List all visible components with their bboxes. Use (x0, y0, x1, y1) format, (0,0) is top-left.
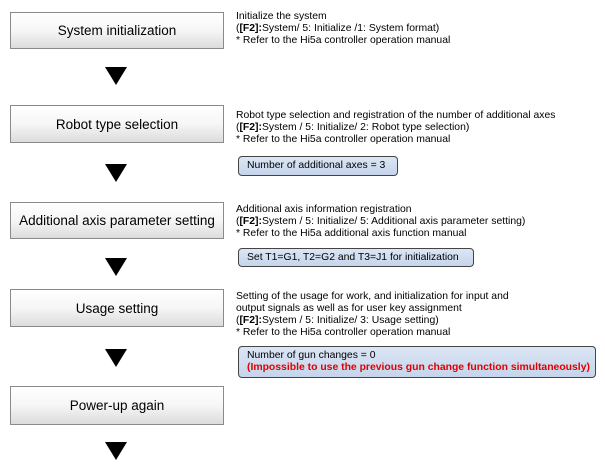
step-description-3: Additional axis information registration… (236, 204, 525, 240)
flow-arrow-2 (105, 164, 127, 182)
description-line: ([F2]:System / 5: Initialize/ 5: Additio… (236, 216, 526, 227)
description-line: ([F2]:System / 5: Initialize/ 3: Usage s… (236, 315, 439, 326)
flow-arrow-4 (105, 349, 127, 367)
note-gun-changes: Number of gun changes = 0 (Impossible to… (238, 346, 596, 378)
description-line: * Refer to the Hi5a controller operation… (236, 35, 451, 46)
note-additional-axes: Number of additional axes = 3 (238, 156, 398, 176)
description-line: ([F2]:System/ 5: Initialize /1: System f… (236, 23, 440, 34)
description-line: Initialize the system (236, 11, 327, 22)
description-line: * Refer to the Hi5a additional axis func… (236, 228, 467, 239)
step-box-usage-setting: Usage setting (10, 289, 224, 327)
step-box-robot-type-selection: Robot type selection (10, 105, 224, 143)
description-line: * Refer to the Hi5a controller operation… (236, 327, 451, 338)
description-line: ([F2]:System / 5: Initialize/ 2: Robot t… (236, 122, 470, 133)
step-box-additional-axis-parameter-setting: Additional axis parameter setting (10, 202, 224, 239)
description-line: Setting of the usage for work, and initi… (236, 291, 509, 302)
step-box-system-initialization: System initialization (10, 12, 224, 49)
flow-arrow-1 (105, 67, 127, 85)
note-axis-assignment: Set T1=G1, T2=G2 and T3=J1 for initializ… (238, 248, 474, 267)
step-description-4: Setting of the usage for work, and initi… (236, 291, 509, 339)
flow-arrow-5 (105, 442, 127, 460)
warning-text: (Impossible to use the previous gun chan… (247, 362, 590, 373)
description-line: Robot type selection and registration of… (236, 110, 556, 121)
description-line: Additional axis information registration (236, 204, 412, 215)
step-description-2: Robot type selection and registration of… (236, 110, 555, 146)
flow-arrow-3 (105, 258, 127, 276)
step-description-1: Initialize the system ([F2]:System/ 5: I… (236, 11, 450, 47)
description-line: output signals as well as for user key a… (236, 303, 462, 314)
description-line: * Refer to the Hi5a controller operation… (236, 134, 451, 145)
step-box-power-up-again: Power-up again (10, 386, 224, 425)
